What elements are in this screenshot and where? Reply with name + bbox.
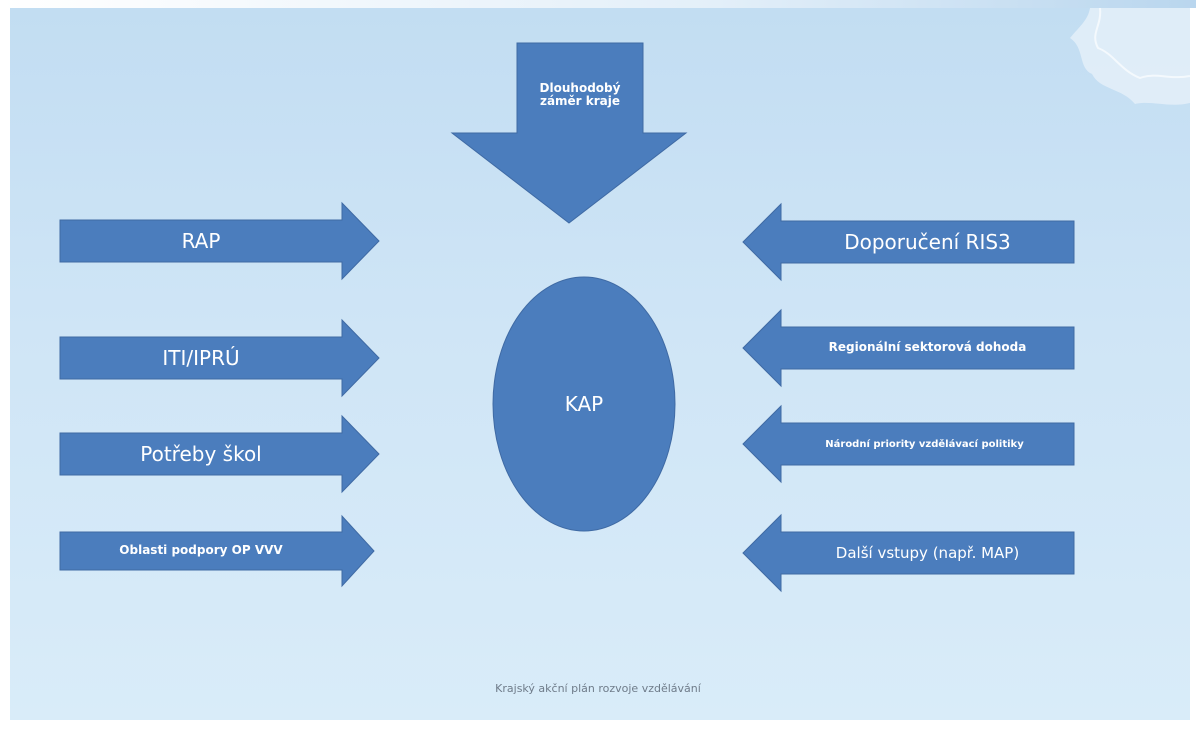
right-input-label: Další vstupy (např. MAP) <box>835 543 1020 562</box>
right-arrow-icon <box>59 318 380 398</box>
left-input-label: RAP <box>181 229 221 253</box>
left-input-label: ITI/IPRÚ <box>162 346 240 370</box>
left-arrow-icon <box>742 308 1075 388</box>
down-arrow-icon <box>450 42 688 224</box>
right-input-label: Regionální sektorová dohoda <box>828 340 1027 355</box>
left-input-arrow: Potřeby škol <box>59 414 380 494</box>
center-node: KAP <box>492 276 676 532</box>
left-input-label: Potřeby škol <box>140 442 262 466</box>
diagram-slide: Dlouhodobý záměr kraje KAP RAP ITI/IPRÚ … <box>10 8 1190 720</box>
right-arrow-icon <box>59 514 375 588</box>
left-input-arrow: ITI/IPRÚ <box>59 318 380 398</box>
center-label: KAP <box>564 392 604 416</box>
left-arrow-icon <box>742 404 1075 484</box>
right-input-arrow: Další vstupy (např. MAP) <box>742 513 1075 593</box>
right-input-arrow: Regionální sektorová dohoda <box>742 308 1075 388</box>
region-map-decoration <box>1070 8 1190 105</box>
footer-caption: Krajský akční plán rozvoje vzdělávání <box>495 682 701 695</box>
right-input-arrow: Doporučení RIS3 <box>742 202 1075 282</box>
right-input-label: Doporučení RIS3 <box>844 230 1011 254</box>
ellipse-shape <box>492 276 676 532</box>
top-input-arrow: Dlouhodobý záměr kraje <box>450 42 690 224</box>
right-arrow-icon <box>59 201 380 281</box>
top-border <box>0 0 1196 8</box>
top-arrow-label: Dlouhodobý záměr kraje <box>539 80 621 108</box>
right-input-arrow: Národní priority vzdělávací politiky <box>742 404 1075 484</box>
left-input-arrow: Oblasti podpory OP VVV <box>59 514 375 588</box>
left-arrow-icon <box>742 202 1075 282</box>
right-input-label: Národní priority vzdělávací politiky <box>825 438 1024 450</box>
left-input-label: Oblasti podpory OP VVV <box>119 543 283 558</box>
right-arrow-icon <box>59 414 380 494</box>
left-input-arrow: RAP <box>59 201 380 281</box>
left-arrow-icon <box>742 513 1075 593</box>
